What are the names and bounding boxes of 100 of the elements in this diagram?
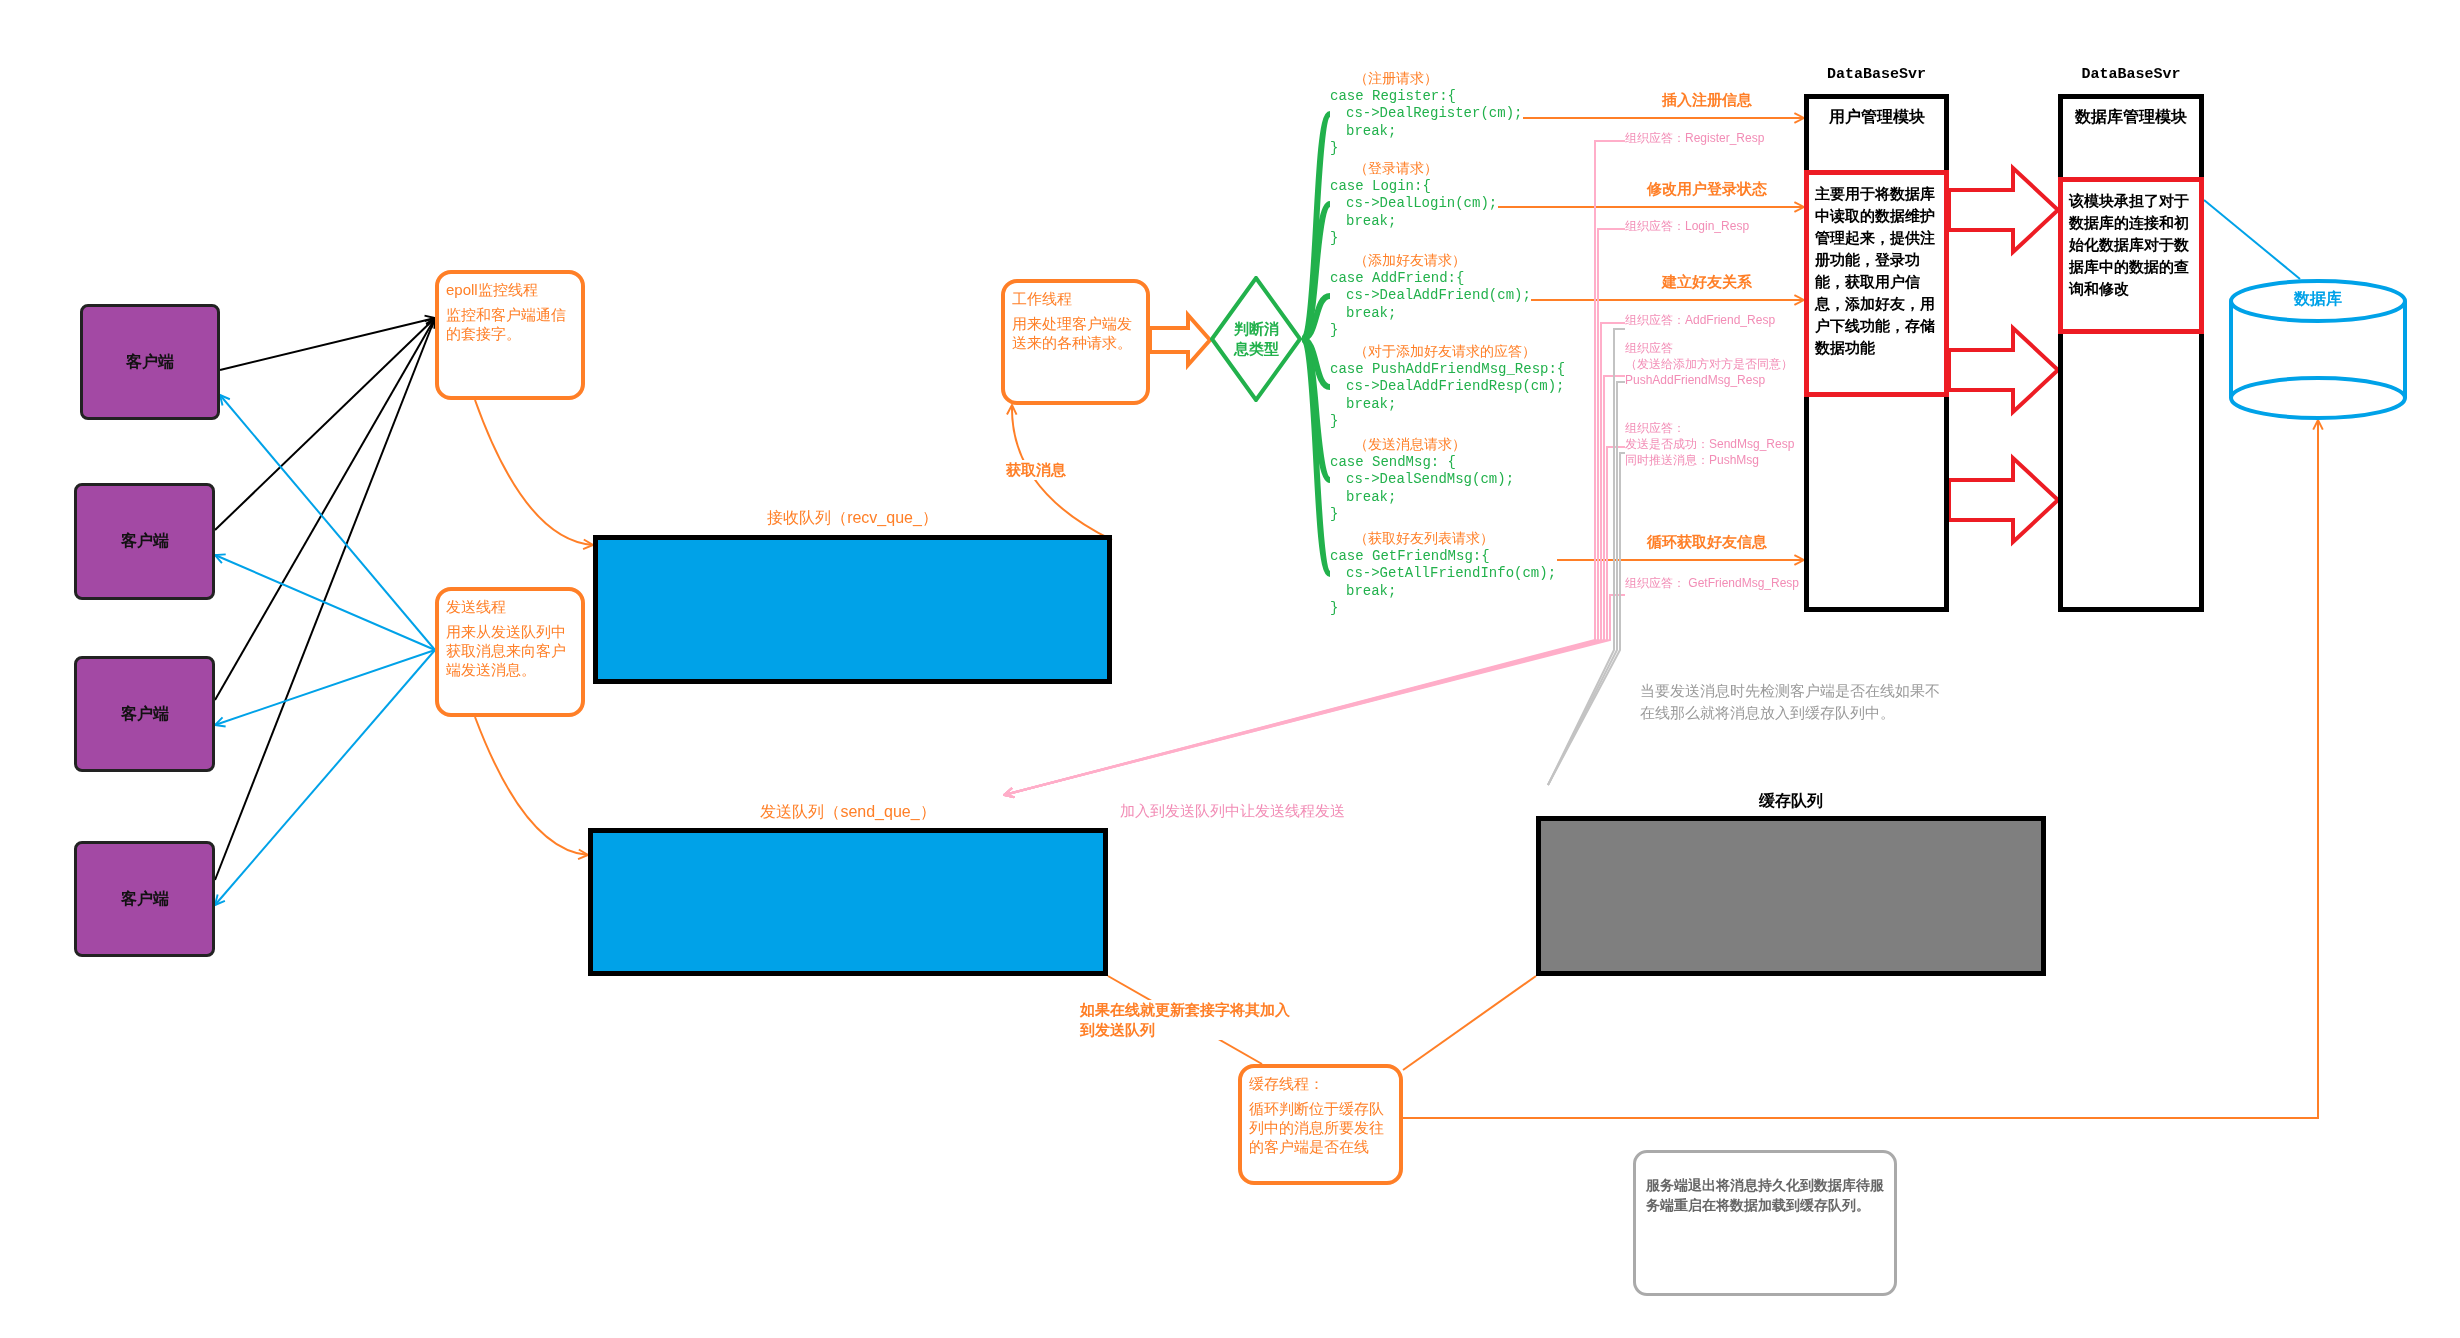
edge-label: 如果在线就更新套接字将其加入到发送队列 (1077, 1000, 1293, 1040)
response-note: 发送是否成功：SendMsg_Resp (1625, 436, 1796, 452)
response-note: 组织应答 (1625, 340, 1674, 356)
module-box (1804, 170, 1949, 397)
client-box (74, 483, 215, 600)
code-line: break; (1345, 304, 1397, 322)
database-label: 数据库 (2293, 289, 2343, 309)
client-label: 客户端 (120, 888, 169, 909)
client-box (74, 841, 215, 957)
code-comment: （发送消息请求） (1353, 436, 1466, 454)
code-line: case AddFriend:{ (1330, 269, 1465, 287)
queue-title: 缓存队列 (1758, 791, 1824, 811)
edge-label: 获取消息 (1003, 460, 1069, 480)
code-comment: （添加好友请求） (1353, 252, 1466, 270)
arrow (214, 317, 436, 701)
block-arrow (1148, 309, 1213, 371)
code-line: } (1330, 322, 1339, 340)
code-comment: （获取好友列表请求） (1353, 530, 1494, 548)
arrow (474, 716, 589, 860)
arrow (214, 553, 436, 651)
arrow (1497, 201, 1805, 213)
code-line: cs->DealAddFriendResp(cm); (1345, 378, 1565, 396)
arrow (219, 394, 436, 651)
code-line: case SendMsg: { (1330, 453, 1457, 471)
client-box (80, 304, 220, 420)
arrow (1003, 594, 1626, 799)
thread-description: 用来从发送队列中获取消息来向客户端发送消息。 (446, 622, 567, 679)
thread-box (1001, 279, 1150, 405)
client-box (74, 656, 215, 772)
server-title: DataBaseSvr (2080, 65, 2182, 85)
code-comment: （注册请求） (1353, 70, 1438, 88)
thread-description: 循环判断位于缓存队列中的消息所要发往的客户端是否在线 (1249, 1099, 1385, 1156)
code-line: case PushAddFriendMsg_Resp:{ (1330, 360, 1566, 378)
code-line: } (1330, 413, 1339, 431)
response-note: （发送给添加方对方是否同意） (1625, 356, 1794, 372)
code-line: case Register:{ (1330, 87, 1457, 105)
client-label: 客户端 (126, 351, 174, 372)
code-line: cs->DealSendMsg(cm); (1345, 471, 1515, 489)
thread-title: 缓存线程： (1249, 1074, 1325, 1093)
code-line: break; (1345, 395, 1397, 413)
code-line: case Login:{ (1330, 177, 1431, 195)
module-description: 主要用于将数据库中读取的数据维护管理起来，提供注册功能，登录功能，获取用户信息，添加好友，用户下线功能，存储数据功能 (1815, 184, 1936, 358)
block-arrow (1947, 163, 2061, 257)
edge-label: 建立好友关系 (1659, 272, 1755, 292)
code-comment: （对于添加好友请求的应答） (1353, 343, 1536, 361)
arrow (214, 649, 436, 728)
edge-label: 循环获取好友信息 (1644, 532, 1770, 552)
connector-line (1301, 336, 1331, 390)
thread-title: epoll监控线程 (446, 280, 539, 299)
arrow (1556, 554, 1805, 566)
arrow (1402, 419, 2324, 1119)
code-line: } (1330, 506, 1339, 524)
thread-title: 工作线程 (1012, 289, 1073, 308)
response-note: 组织应答：Register_Resp (1625, 130, 1766, 146)
thread-description: 监控和客户端通信的套接字。 (446, 305, 567, 343)
code-line: cs->DealAddFriend(cm); (1345, 287, 1531, 305)
code-line: break; (1345, 122, 1397, 140)
queue-title: 发送队列（send_que_） (759, 802, 937, 822)
thread-box (435, 587, 585, 717)
response-note: 组织应答：Login_Resp (1625, 218, 1751, 234)
edge-label: 修改用户登录状态 (1644, 179, 1770, 199)
module-description: 该模块承担了对于数据库的连接和初始化数据库对于数据库中的数据的查询和修改 (2069, 191, 2190, 299)
code-line: case GetFriendMsg:{ (1330, 547, 1490, 565)
client-label: 客户端 (120, 703, 169, 724)
code-line: break; (1345, 212, 1397, 230)
queue-title: 接收队列（recv_que_） (766, 508, 939, 528)
response-note: 同时推送消息：PushMsg (1625, 452, 1761, 468)
response-note: PushAddFriendMsg_Resp (1625, 372, 1767, 388)
response-note: 组织应答：AddFriend_Resp (1625, 312, 1777, 328)
thread-box (1238, 1064, 1403, 1185)
code-line: } (1330, 140, 1339, 158)
note-text: 服务端退出将消息持久化到数据库待服务端重启在将数据加载到缓存队列。 (1646, 1176, 1884, 1215)
arrow (1530, 294, 1805, 306)
arrow (474, 399, 594, 550)
code-line: } (1330, 230, 1339, 248)
code-line: break; (1345, 582, 1397, 600)
code-line: cs->DealLogin(cm); (1345, 195, 1498, 213)
block-arrow (1947, 453, 2061, 547)
client-label: 客户端 (120, 531, 169, 551)
code-line: } (1330, 600, 1339, 618)
block-arrow (1947, 323, 2061, 417)
code-line: cs->GetAllFriendInfo(cm); (1345, 565, 1557, 583)
thread-description: 用来处理客户端发送来的各种请求。 (1012, 314, 1133, 352)
thread-box (435, 270, 585, 400)
server-title: DataBaseSvr (1826, 65, 1927, 85)
connector-line (1547, 452, 1626, 786)
module-title: 用户管理模块 (1827, 107, 1926, 127)
arrow (214, 649, 436, 906)
module-box (2058, 177, 2204, 334)
thread-title: 发送线程 (446, 597, 507, 616)
note-box (1633, 1150, 1897, 1296)
module-title: 数据库管理模块 (2074, 107, 2188, 127)
arrow (219, 314, 436, 371)
note-text: 当要发送消息时先检测客户端是否在线如果不在线那么就将消息放入到缓存队列中。 (1640, 681, 1940, 723)
connector-line (1402, 975, 1537, 1071)
note-text: 加入到发送队列中让发送线程发送 (1120, 801, 1346, 821)
connector-line (2203, 199, 2301, 280)
arrow (214, 317, 436, 531)
code-line: cs->DealRegister(cm); (1345, 105, 1523, 123)
code-line: break; (1345, 488, 1397, 506)
